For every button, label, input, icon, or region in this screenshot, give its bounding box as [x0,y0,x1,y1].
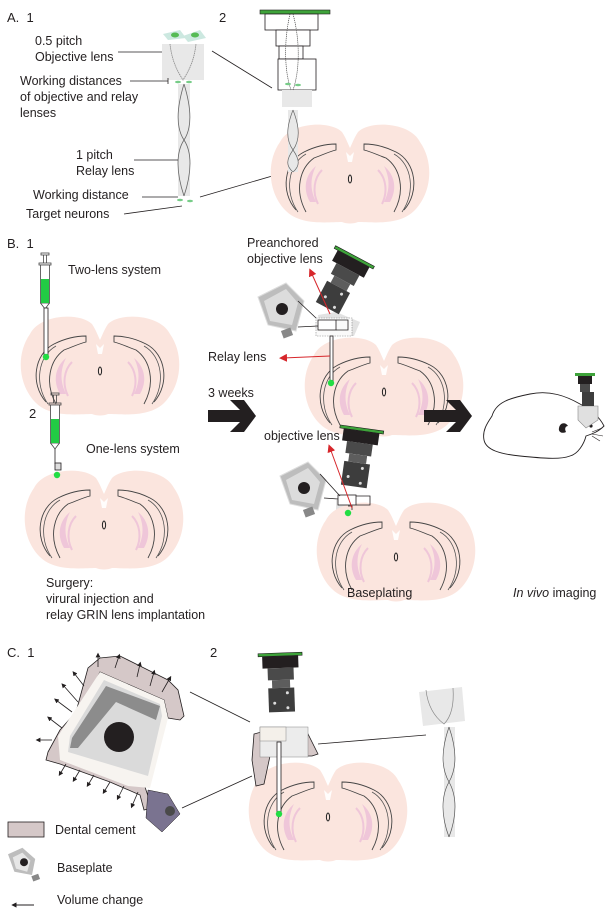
panel-c-1-baseplate-cement [35,652,253,833]
relay-lens-label-2: Relay lens [76,164,135,178]
objective-lens-label-1: 0.5 pitch [35,34,83,48]
panel-a-label: A. 1 [7,10,34,25]
in-vivo-imaging-label: In vivo imaging [513,586,597,600]
panel-b2-label: 2 [29,406,37,421]
one-lens-system-label: One-lens system [86,442,180,456]
relay-lens-b-label: Relay lens [208,350,267,364]
panel-b-1-two-lens-surgery [19,252,181,417]
preanchored-label-2: objective lens [247,252,323,266]
working-distances-label-3: lenses [20,106,57,120]
target-neurons-label: Target neurons [26,207,110,221]
working-distances-label-1: Working distances [20,74,122,88]
panel-c-2-implant-in-brain [247,651,427,863]
relay-lens-label-1: 1 pitch [76,148,113,162]
objective-lens [162,44,204,80]
panel-b-2-one-lens-surgery [23,392,185,571]
three-weeks-label: 3 weeks [208,386,254,400]
panel-c-label: C. 1 [7,645,35,660]
panel-a-2-microscope-in-brain [259,9,431,225]
big-arrow-2-icon [424,400,472,432]
panel-c-lens-detail [419,687,465,838]
panel-b-label: B. 1 [7,236,34,251]
mouse-in-vivo [483,373,605,459]
panel-c2-label: 2 [210,645,218,660]
objective-lens-label-2: Objective lens [35,50,114,64]
surgery-label-3: relay GRIN lens implantation [46,608,206,622]
surgery-label-2: virural injection and [46,592,154,606]
objective-lens-b-label: objective lens [264,429,340,443]
working-distances-label-2: of objective and relay [20,90,139,104]
panel-a2-label: 2 [219,10,227,25]
legend-dental-cement-label: Dental cement [55,823,136,837]
panel-a-1-lens-diagram [118,30,287,215]
dental-cement-swatch [7,821,45,838]
virus-injection-site [42,353,50,361]
preanchored-label-1: Preanchored [247,236,319,250]
two-lens-system-label: Two-lens system [68,263,162,277]
surgery-label-1: Surgery: [46,576,94,590]
big-arrow-1-icon [208,400,256,432]
panel-b-baseplating-one-lens [279,424,477,603]
red-arrow-objective [309,268,331,315]
legend-baseplate-label: Baseplate [57,861,113,875]
relay-lens-implant [43,307,49,357]
legend-volume-change-label: Volume change [57,893,144,907]
panel-b-baseplating-two-lens [257,245,465,438]
red-arrow-relay [279,353,331,362]
baseplating-label: Baseplating [347,586,413,600]
working-distance-label: Working distance [33,188,129,202]
baseplate-icon [8,847,41,882]
